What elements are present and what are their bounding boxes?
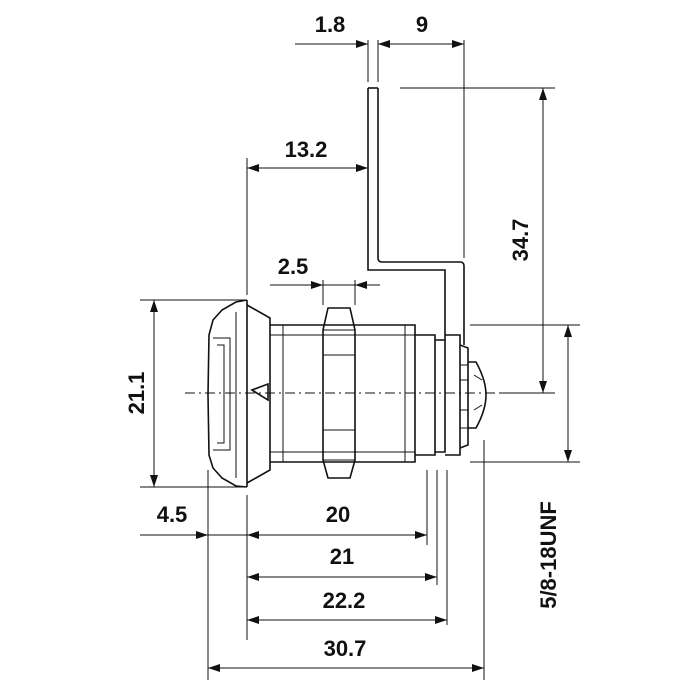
dim-cam-length: 34.7: [508, 219, 533, 262]
dim-overall-length: 30.7: [324, 636, 367, 661]
dim-thread-spec: 5/8-18UNF: [536, 501, 561, 609]
dim-body-20: 20: [326, 502, 350, 527]
dim-body-22-2: 22.2: [323, 588, 366, 613]
dim-cam-reach: 13.2: [285, 137, 328, 162]
cam-lock-body: [207, 87, 487, 488]
dim-face-diameter: 21.1: [124, 372, 149, 415]
dim-cam-offset: 9: [416, 12, 428, 37]
dim-cam-thickness: 1.8: [315, 12, 346, 37]
dimension-lines: [140, 40, 580, 680]
dim-nut-thickness: 2.5: [278, 254, 309, 279]
dim-body-21: 21: [330, 544, 354, 569]
dim-head-height: 4.5: [157, 502, 188, 527]
dimension-labels: 1.8 9 13.2 2.5 34.7 21.1 4.5 20 21 22.2 …: [124, 12, 561, 661]
